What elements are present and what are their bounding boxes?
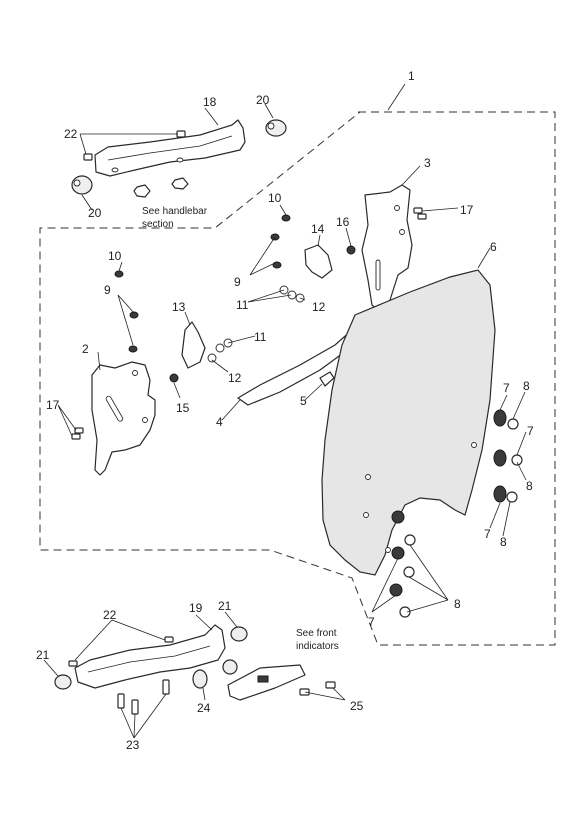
part-6-windscreen <box>321 269 496 576</box>
callout-4: 4 <box>216 415 223 429</box>
callout-7a: 7 <box>503 381 510 395</box>
callout-11b: 11 <box>254 330 267 344</box>
part-20-grommet-top <box>71 119 287 195</box>
part-11-12-washers <box>207 285 305 363</box>
note-indicators-line1: See front <box>296 628 337 639</box>
callout-20a: 20 <box>256 93 270 107</box>
callout-8c: 8 <box>500 535 507 549</box>
callout-1: 1 <box>408 69 415 83</box>
part-3-right-bracket <box>361 184 413 313</box>
callout-14: 14 <box>311 222 325 236</box>
part-2-left-bracket <box>91 361 156 476</box>
part-22-bolts-bottom <box>68 636 174 667</box>
indicator-mount-plate <box>227 664 306 701</box>
note-handlebar-line1: See handlebar <box>142 206 208 217</box>
callout-23: 23 <box>126 738 140 752</box>
part-13-mechanism <box>169 321 206 383</box>
callout-19: 19 <box>189 601 203 615</box>
callout-12a: 12 <box>312 300 326 314</box>
part-7-8-grommets-bottom <box>389 510 416 618</box>
callout-2: 2 <box>82 342 89 356</box>
part-24-spacers <box>192 659 238 689</box>
callout-22a: 22 <box>64 127 78 141</box>
part-18-bracket <box>94 119 246 177</box>
part-25-bolts <box>299 681 336 696</box>
part-17-bolts-right <box>413 207 427 220</box>
callout-7b: 7 <box>527 424 534 438</box>
callout-13: 13 <box>172 300 186 314</box>
callout-6: 6 <box>490 240 497 254</box>
callout-8d: 8 <box>454 597 461 611</box>
part-14-mechanism <box>304 244 356 279</box>
part-7-8-grommets-right <box>493 409 523 503</box>
callout-8a: 8 <box>523 379 530 393</box>
note-handlebar-line2: section <box>142 219 174 230</box>
note-indicators-line2: indicators <box>296 641 339 652</box>
callout-10b: 10 <box>268 191 282 205</box>
part-bracket-nuts <box>133 177 189 198</box>
part-23-screws <box>117 679 170 715</box>
part-19-bracket <box>74 624 226 689</box>
part-17-bolts-left <box>71 427 84 440</box>
part-9-10-screws <box>114 214 291 353</box>
callout-8b: 8 <box>526 479 533 493</box>
callout-17b: 17 <box>46 398 60 412</box>
callout-17a: 17 <box>460 203 474 217</box>
callout-11a: 11 <box>236 298 249 312</box>
callout-5: 5 <box>300 394 307 408</box>
callout-9a: 9 <box>104 283 111 297</box>
leader-lines <box>43 83 527 739</box>
callout-9b: 9 <box>234 275 241 289</box>
part-21-grommets <box>54 626 248 690</box>
callout-20b: 20 <box>88 206 102 220</box>
callout-16: 16 <box>336 215 350 229</box>
callout-7c: 7 <box>484 527 491 541</box>
callout-21b: 21 <box>36 648 50 662</box>
assembly-boundary <box>39 111 556 646</box>
callout-22b: 22 <box>103 608 117 622</box>
callout-12b: 12 <box>228 371 242 385</box>
callout-18: 18 <box>203 95 217 109</box>
reference-notes: See handlebar section See front indicato… <box>142 206 339 652</box>
callout-15: 15 <box>176 401 190 415</box>
callout-10a: 10 <box>108 249 122 263</box>
part-5-clip <box>319 371 335 387</box>
callout-3: 3 <box>424 156 431 170</box>
callout-labels: 1 2 3 4 5 6 7 8 7 8 7 8 7 8 9 9 10 10 11… <box>36 69 534 752</box>
callout-7d: 7 <box>368 615 375 629</box>
callout-24: 24 <box>197 701 211 715</box>
callout-25: 25 <box>350 699 364 713</box>
callout-21a: 21 <box>218 599 232 613</box>
